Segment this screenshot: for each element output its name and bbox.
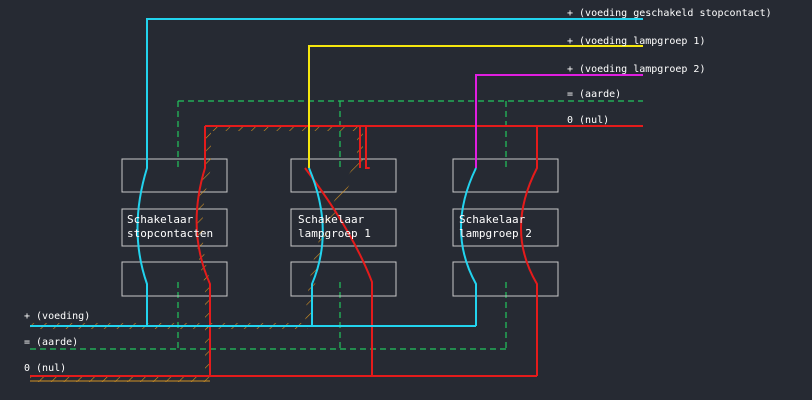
label-right-lamp1: + (voeding lampgroep 1) bbox=[567, 36, 705, 47]
switch-3-label-line2: lampgroep 2 bbox=[459, 227, 532, 240]
nul-switch-3 bbox=[520, 126, 538, 376]
switch-3-bottom bbox=[452, 261, 559, 297]
neutral-wires bbox=[30, 125, 643, 377]
switch-1-bottom bbox=[121, 261, 228, 297]
nul-switch-1 bbox=[195, 126, 211, 376]
supply-switch-2 bbox=[308, 167, 324, 326]
switch-3-mid bbox=[452, 208, 559, 247]
switch-3-label-line1: Schakelaar bbox=[459, 213, 526, 226]
switch-1-label-line1: Schakelaar bbox=[127, 213, 194, 226]
supply-wires bbox=[30, 18, 643, 327]
nul-switch-2 bbox=[365, 126, 370, 169]
switch-2-bottom bbox=[290, 261, 397, 297]
switch-1-label-line2: stopcontacten bbox=[127, 227, 213, 240]
label-right-lamp2: + (voeding lampgroep 2) bbox=[567, 64, 705, 75]
switch-1-top bbox=[121, 158, 228, 193]
earth-wires bbox=[30, 100, 643, 350]
bridge-wires bbox=[30, 125, 363, 382]
label-right-earth: = (aarde) bbox=[567, 89, 621, 100]
lamp1-feed bbox=[308, 45, 643, 168]
lamp1-wires bbox=[308, 45, 643, 168]
label-right-neutral: 0 (nul) bbox=[567, 115, 609, 126]
switch-1-mid bbox=[121, 208, 228, 247]
label-left-supply: + (voeding) bbox=[24, 311, 90, 322]
switch-boxes bbox=[121, 158, 559, 297]
switch-2-label-line2: lampgroep 1 bbox=[298, 227, 371, 240]
label-right-switched-outlet: + (voeding geschakeld stopcontact) bbox=[567, 8, 772, 19]
switch-3-top bbox=[452, 158, 559, 193]
lamp2-wires bbox=[475, 74, 643, 168]
supply-switch-3 bbox=[460, 167, 477, 326]
bridge-nul-left bbox=[30, 125, 363, 382]
supply-switched-outlet bbox=[136, 18, 643, 326]
lamp2-feed bbox=[475, 74, 643, 168]
switch-2-mid bbox=[290, 208, 397, 247]
switch-2-label-line1: Schakelaar bbox=[298, 213, 365, 226]
label-left-neutral: 0 (nul) bbox=[24, 363, 66, 374]
label-left-earth: = (aarde) bbox=[24, 337, 78, 348]
nul-switch-2-cross bbox=[304, 167, 373, 376]
